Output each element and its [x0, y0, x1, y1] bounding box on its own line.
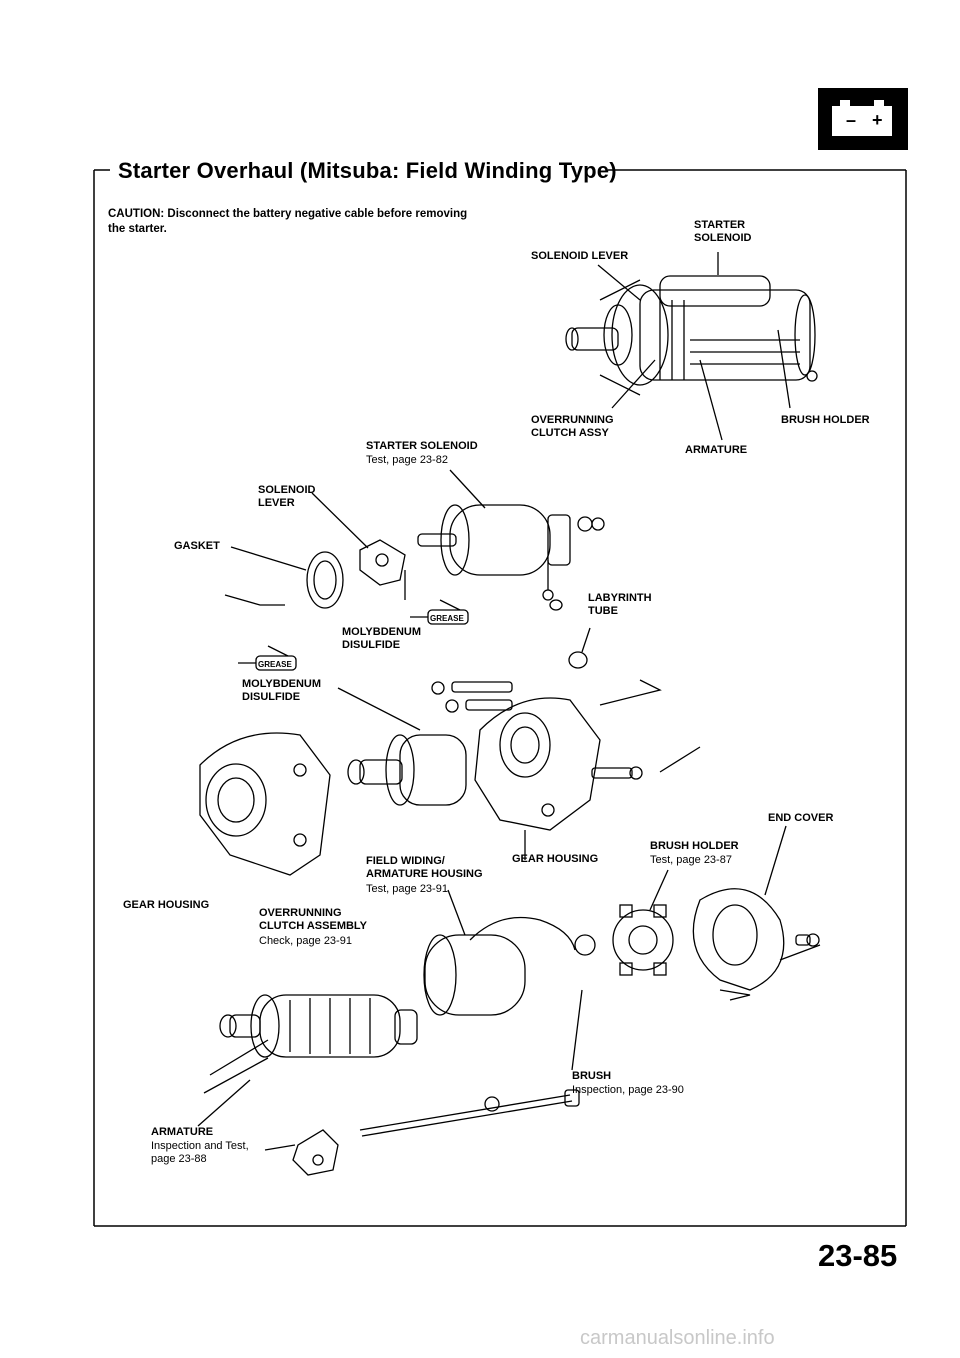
armature-part	[219, 994, 418, 1058]
label-solenoid-lever-top: SOLENOID LEVER	[531, 250, 629, 262]
grease-tag-1: GREASE	[430, 614, 464, 623]
label-gasket: GASKET	[174, 540, 220, 552]
brush-holder-part	[612, 904, 674, 976]
label-end-cover: END COVER	[768, 812, 834, 824]
label-starter-solenoid-top: STARTER SOLENOID	[694, 219, 752, 244]
label-gear-housing-right: GEAR HOUSING	[512, 853, 599, 865]
caution-note: CAUTION: Disconnect the battery negative…	[108, 208, 468, 235]
solenoid-lever-part	[359, 539, 406, 586]
grease-tube-2	[238, 645, 297, 671]
bracket-part	[264, 1129, 339, 1176]
end-cover-part	[692, 888, 820, 991]
battery-minus: –	[846, 110, 856, 130]
label-overrunning-clutch-assy: OVERRUNNING CLUTCH ASSY	[531, 414, 614, 439]
battery-plus: +	[872, 110, 883, 130]
label-molybdenum-disulfide-2: MOLYBDENUM DISULFIDE	[242, 678, 322, 703]
ref-starter-solenoid: Test, page 23-82	[366, 454, 448, 466]
battery-icon: – +	[818, 88, 908, 155]
label-armature: ARMATURE	[151, 1126, 214, 1138]
label-brush-holder: BRUSH HOLDER	[650, 840, 739, 852]
ref-field-winding: Test, page 23-91	[366, 883, 448, 895]
ref-armature: Inspection and Test, page 23-88	[151, 1140, 249, 1165]
assembled-starter	[565, 275, 818, 396]
label-brush-holder-top: BRUSH HOLDER	[781, 414, 870, 426]
starter-solenoid-part	[417, 504, 605, 601]
gear-housing-left-part	[199, 732, 331, 876]
label-gear-housing-left: GEAR HOUSING	[123, 899, 210, 911]
through-bolt	[359, 1089, 580, 1137]
grease-tube-1	[410, 599, 469, 625]
ref-brush-holder: Test, page 23-87	[650, 854, 732, 866]
label-labyrinth-tube: LABYRINTH TUBE	[588, 592, 652, 617]
ref-overrunning-clutch: Check, page 23-91	[259, 935, 352, 947]
overrunning-clutch-part	[347, 734, 467, 806]
watermark: carmanualsonline.info	[580, 1327, 775, 1349]
label-overrunning-clutch-assembly: OVERRUNNING CLUTCH ASSEMBLY	[259, 907, 367, 932]
bolts-upper	[431, 681, 643, 780]
grease-tag-2: GREASE	[258, 660, 292, 669]
label-armature-top: ARMATURE	[685, 444, 748, 456]
label-field-winding-armature-housing: FIELD WIDING/ ARMATURE HOUSING	[366, 855, 483, 880]
page-number: 23-85	[818, 1238, 898, 1273]
gear-housing-right-part	[474, 697, 601, 831]
label-molybdenum-disulfide-1: MOLYBDENUM DISULFIDE	[342, 626, 422, 651]
label-solenoid-lever: SOLENOID LEVER	[258, 484, 316, 509]
field-housing-part	[423, 916, 596, 1016]
label-brush: BRUSH	[572, 1070, 612, 1082]
page-title: Starter Overhaul (Mitsuba: Field Winding…	[118, 158, 617, 183]
gasket-part	[306, 551, 344, 609]
label-starter-solenoid: STARTER SOLENOID	[366, 440, 478, 452]
ref-brush: Inspection, page 23-90	[572, 1084, 684, 1096]
